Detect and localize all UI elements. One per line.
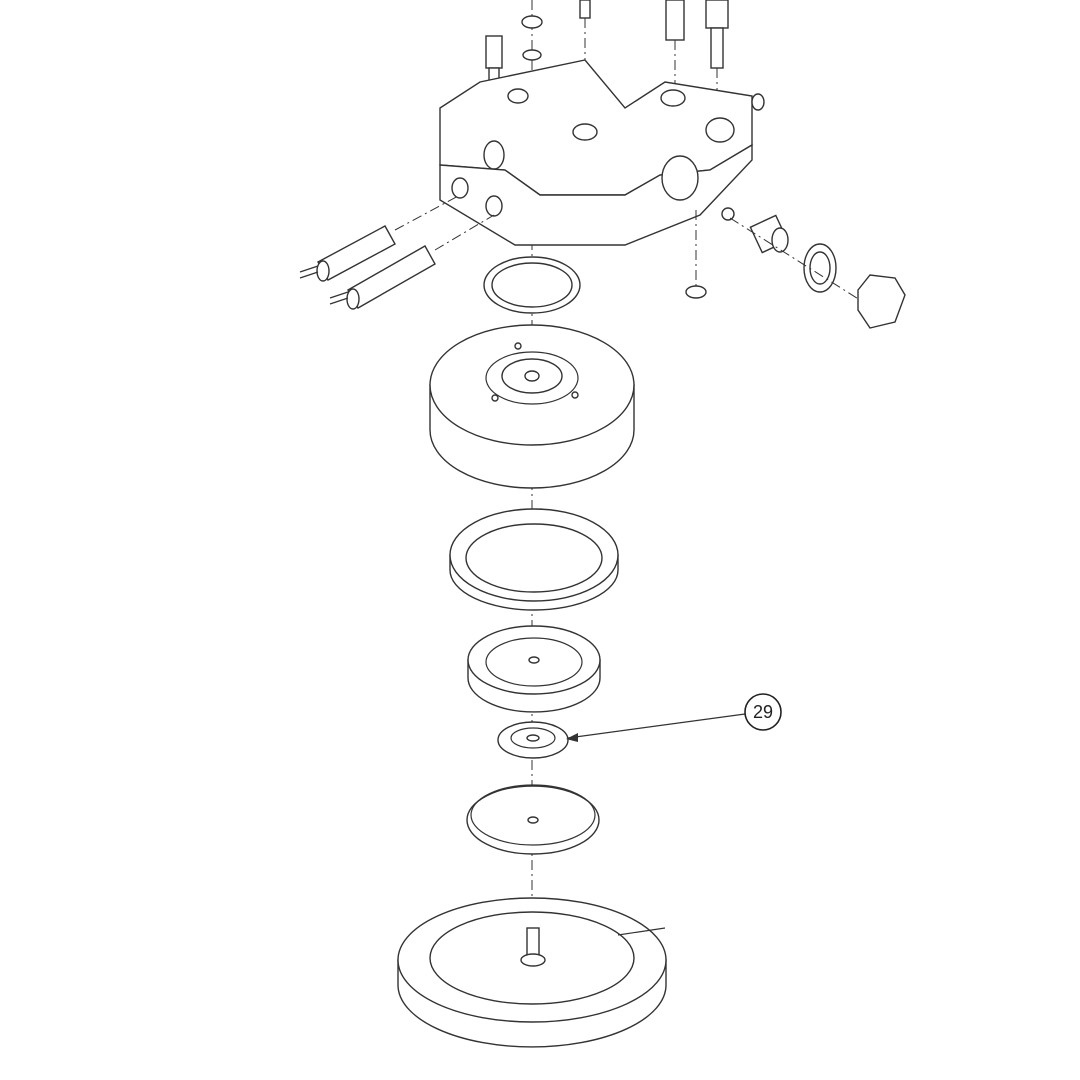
callout-29: 29 <box>566 693 782 742</box>
group-head-body <box>429 324 635 489</box>
shower-screen <box>466 784 600 855</box>
diffuser <box>467 625 601 713</box>
callout-label: 29 <box>753 702 773 722</box>
base-gasket <box>397 897 667 1048</box>
o-ring <box>483 256 581 314</box>
gasket-ring <box>449 508 619 611</box>
cartridge-heaters <box>299 194 495 310</box>
right-fittings <box>721 93 906 329</box>
shower-disk-spacer <box>497 721 569 759</box>
callout-circle <box>744 693 782 731</box>
manifold-block <box>439 59 753 299</box>
